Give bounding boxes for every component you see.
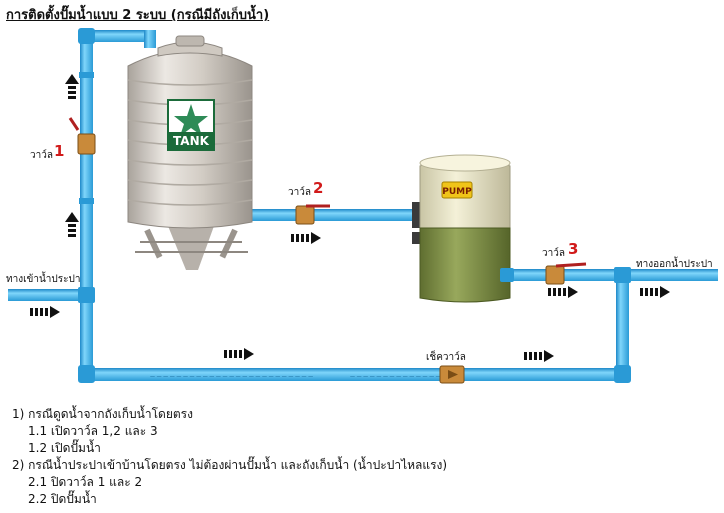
pipe-bottom bbox=[80, 368, 630, 381]
pipe-network: — — — — — — — — — — — — — — — — — — — — … bbox=[8, 28, 718, 383]
outlet-label: ทางออกน้ำประปา bbox=[636, 259, 713, 270]
pipe-left-vertical bbox=[80, 34, 93, 380]
tee-outlet bbox=[614, 267, 631, 283]
installation-diagram: — — — — — — — — — — — — — — — — — — — — … bbox=[6, 8, 718, 384]
pipe-tank-inlet bbox=[144, 30, 156, 48]
arrow-right-4 bbox=[524, 350, 554, 362]
pipe-tank-to-pump bbox=[248, 209, 420, 221]
arrow-right-6 bbox=[640, 286, 670, 298]
elbow-top-left bbox=[78, 28, 95, 44]
note-line: 2) กรณีน้ำประปาเข้าบ้านโดยตรง ไม่ต้องผ่า… bbox=[12, 458, 448, 472]
valve-1-label: วาว์ล bbox=[30, 150, 53, 161]
tank-label: TANK bbox=[173, 134, 210, 148]
flow-arrows bbox=[30, 74, 670, 362]
inlet-label: ทางเข้าน้ำประปา bbox=[6, 274, 81, 285]
elbow-bottom-left bbox=[78, 365, 95, 383]
arrow-up-1 bbox=[65, 74, 79, 99]
elbow-bottom-right bbox=[614, 365, 631, 383]
arrow-right-2 bbox=[30, 306, 60, 318]
page-title: การติดตั้งปั๊มน้ำแบบ 2 ระบบ (กรณีมีถังเก… bbox=[6, 8, 270, 23]
arrow-up-2 bbox=[65, 212, 79, 237]
valve-2-label: วาว์ล bbox=[288, 187, 311, 198]
pipe-top-horizontal bbox=[80, 30, 152, 42]
arrow-right-1 bbox=[291, 232, 321, 244]
note-line: 1.1 เปิดวาว์ล 1,2 และ 3 bbox=[28, 424, 158, 438]
note-line: 2.1 ปิดวาว์ล 1 และ 2 bbox=[28, 475, 143, 489]
valve-3-label: วาว์ล bbox=[542, 248, 565, 259]
note-line: 1.2 เปิดปั๊มน้ำ bbox=[28, 441, 101, 455]
water-tank: TANK bbox=[127, 35, 253, 270]
check-valve-label: เช็ควาว์ล bbox=[426, 352, 466, 363]
diagram-canvas: — — — — — — — — — — — — — — — — — — — — … bbox=[8, 28, 718, 384]
coupling-left-top bbox=[79, 72, 94, 78]
pump-base bbox=[419, 227, 511, 303]
arrow-right-3 bbox=[224, 348, 254, 360]
valve-2 bbox=[295, 204, 330, 225]
note-line: 1) กรณีดูดน้ำจากถังเก็บน้ำโดยตรง bbox=[12, 407, 193, 421]
valve-3-number: 3 bbox=[568, 240, 579, 258]
tank-cone bbox=[168, 226, 214, 270]
svg-text:— — — — — — — — — — — — — — —: — — — — — — — — — — — — — — — — — bbox=[350, 374, 460, 380]
note-line: 2.2 ปิดปั๊มน้ำ bbox=[28, 492, 97, 506]
tee-inlet bbox=[78, 287, 95, 303]
pump-label: PUMP bbox=[442, 187, 472, 197]
valve-2-number: 2 bbox=[313, 179, 324, 197]
pipe-inlet bbox=[8, 289, 88, 301]
pipe-right-vertical bbox=[616, 272, 629, 380]
coupling-left bbox=[79, 198, 94, 204]
water-pump: PUMP bbox=[412, 154, 514, 303]
arrow-right-5 bbox=[548, 286, 578, 298]
svg-text:— — — — — — — — — — — — — — —: — — — — — — — — — — — — — — — — — — — — … bbox=[150, 374, 313, 380]
valve-3 bbox=[545, 262, 587, 285]
pump-badge bbox=[441, 181, 473, 199]
instructions: 1) กรณีดูดน้ำจากถังเก็บน้ำโดยตรง 1.1 เปิ… bbox=[12, 406, 712, 508]
valve-1 bbox=[68, 117, 96, 155]
check-valve bbox=[439, 365, 465, 384]
valve-1-number: 1 bbox=[54, 142, 65, 160]
